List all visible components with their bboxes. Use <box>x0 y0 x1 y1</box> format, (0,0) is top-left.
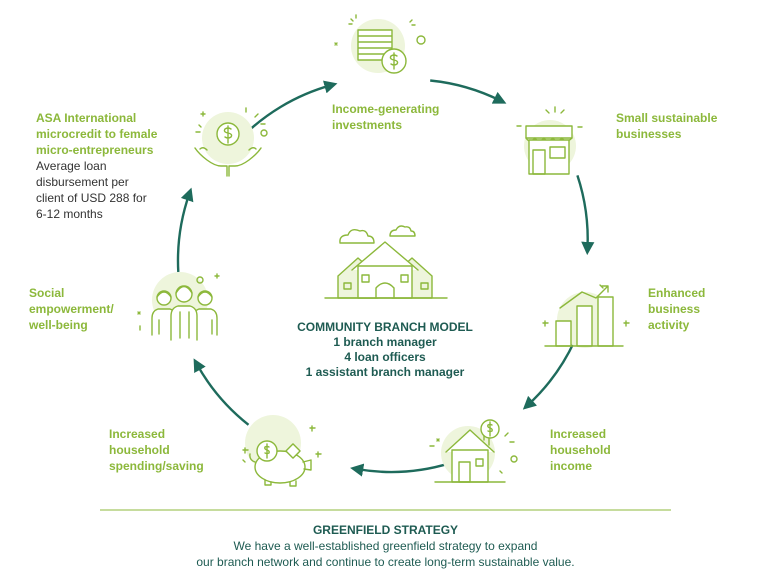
footer-line-2: our branch network and continue to creat… <box>196 555 575 569</box>
cycle-arc-activity-to-income <box>522 340 576 410</box>
step-label-spending: Increased household spending/saving <box>109 427 204 473</box>
women-group-icon <box>137 272 220 341</box>
step-label-investments: Income-generating investments <box>332 102 440 132</box>
growth-bar-chart-icon <box>542 284 630 348</box>
center-line-branch-manager: 1 branch manager <box>333 335 437 349</box>
piggy-bank-icon <box>242 415 322 487</box>
footer-title: GREENFIELD STRATEGY <box>312 523 459 537</box>
greenfield-strategy-footer: GREENFIELD STRATEGY We have a well-estab… <box>0 522 771 570</box>
community-branch-model: COMMUNITY BRANCH MODEL 1 branch manager … <box>255 320 515 380</box>
microcredit-detail: Average loan disbursement per client of … <box>36 159 147 221</box>
center-line-loan-officers: 4 loan officers <box>344 350 426 364</box>
step-label-activity: Enhanced business activity <box>648 286 706 332</box>
center-line-assistant-manager: 1 assistant branch manager <box>305 365 465 379</box>
center-title: COMMUNITY BRANCH MODEL <box>297 320 473 334</box>
cycle-arc-spending-to-empowerment <box>193 358 250 426</box>
step-label-income: Increased household income <box>550 427 611 473</box>
step-label-businesses: Small sustainable businesses <box>616 111 718 141</box>
footer-line-1: We have a well-established greenfield st… <box>233 539 538 553</box>
step-label-empowerment: Social empowerment/ well-being <box>29 286 114 332</box>
cycle-arc-businesses-to-activity <box>576 175 595 256</box>
house-dollar-icon <box>429 419 518 483</box>
step-label-microcredit: ASA International microcredit to female … <box>36 110 176 222</box>
cycle-arc-empowerment-to-microcredit <box>176 187 194 273</box>
coins-dollar-icon <box>334 14 426 74</box>
community-houses-icon <box>324 225 448 299</box>
cycle-arc-income-to-spending <box>350 462 451 477</box>
storefront-icon <box>516 106 583 175</box>
hands-dollar-icon <box>194 107 268 177</box>
cycle-arc-investments-to-businesses <box>430 79 507 104</box>
microcredit-title: ASA International microcredit to female … <box>36 111 158 157</box>
